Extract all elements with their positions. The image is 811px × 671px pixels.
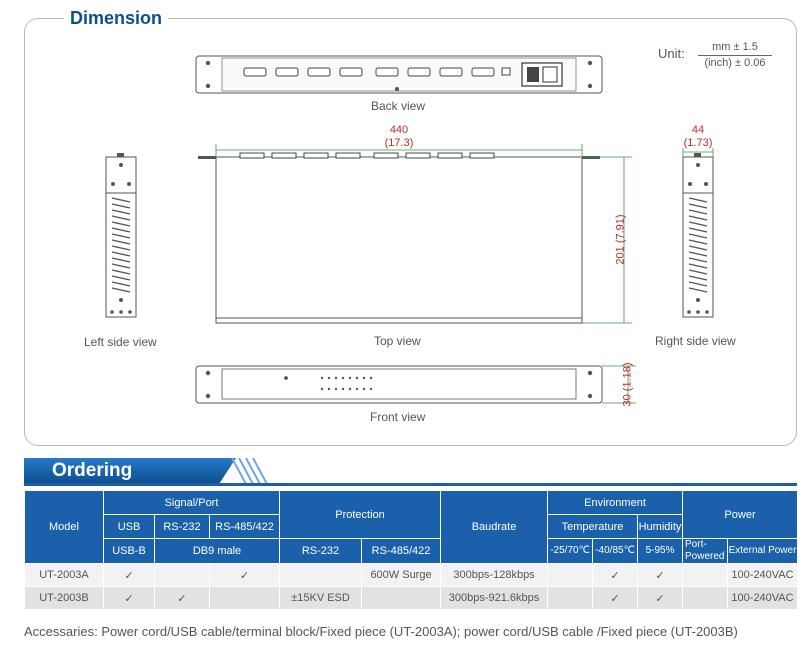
cell-usb: ✓ [103, 563, 155, 587]
height-dimension: 30 (1.18) [622, 357, 635, 413]
header-humidity: Humidity [637, 514, 684, 539]
header-environment: Environment [547, 490, 684, 515]
header-rs485-422: RS-485/422 [208, 514, 281, 539]
cell-protection-rs232 [279, 563, 363, 587]
ordering-banner: Ordering [24, 458, 268, 484]
front-view-drawing [195, 365, 636, 404]
ordering-title: Ordering [52, 460, 133, 481]
depth-mm: 201 [614, 246, 627, 265]
cell-temp-a [547, 586, 594, 610]
accessories-text: Power cord/USB cable/terminal block/Fixe… [97, 624, 738, 639]
cell-usb: ✓ [103, 586, 155, 610]
header-usb-b: USB-B [103, 538, 155, 564]
height-mm: 30 [621, 394, 634, 407]
front-view-label: Front view [370, 410, 426, 424]
dimension-drawings [105, 55, 714, 404]
accessories-note: Accessaries: Power cord/USB cable/termin… [24, 624, 794, 640]
right-side-view-drawing [682, 148, 714, 318]
header-usb: USB [103, 514, 155, 539]
side-width-mm: 44 [691, 124, 705, 136]
header-port-powered: Port-Powered [682, 538, 729, 564]
cell-model: UT-2003A [24, 563, 104, 587]
header-rs232: RS-232 [154, 514, 210, 539]
cell-model: UT-2003B [24, 586, 104, 610]
cell-temp-a [547, 563, 594, 587]
left-side-view-drawing [105, 153, 137, 318]
cell-port-powered [682, 586, 729, 610]
table-row: UT-2003A ✓ ✓ 600W Surge 300bps-128kbps ✓… [24, 563, 799, 587]
header-protection-rs232: RS-232 [279, 538, 363, 564]
cell-baudrate: 300bps-921.6kbps [440, 586, 549, 610]
depth-inch: (7.91) [614, 214, 627, 244]
cell-external-power: 100-240VAC [727, 586, 799, 610]
header-db9-male: DB9 male [153, 538, 281, 564]
cell-humidity: ✓ [637, 586, 684, 610]
side-width-inch: (1.73) [683, 137, 713, 149]
unit-label: Unit: [658, 46, 685, 61]
left-side-view-label: Left side view [84, 335, 157, 349]
cell-rs485 [208, 586, 281, 610]
back-view-drawing [195, 55, 603, 94]
cell-protection-rs232: ±15KV ESD [279, 586, 363, 610]
header-signal-port: Signal/Port [102, 490, 281, 515]
cell-rs232: ✓ [154, 586, 210, 610]
ordering-table: Model Signal/Port Protection Baudrate En… [24, 490, 799, 610]
unit-mm-tolerance: mm ± 1.5 [712, 41, 758, 53]
cell-protection-rs485: 600W Surge [361, 563, 442, 587]
cell-temp-b: ✓ [592, 563, 639, 587]
ordering-divider [24, 483, 797, 486]
width-dimension: 440 (17.3) [374, 124, 424, 150]
header-temp-range-a: -25/70℃ [547, 538, 594, 564]
height-inch: (1.18) [621, 362, 634, 392]
unit-inch-tolerance: (inch) ± 0.06 [704, 57, 766, 69]
cell-protection-rs485 [361, 586, 442, 610]
table-row: UT-2003B ✓ ✓ ±15KV ESD 300bps-921.6kbps … [24, 586, 799, 610]
header-external-power: External Power [727, 538, 799, 564]
header-protection: Protection [279, 490, 442, 539]
dimension-title: Dimension [64, 7, 169, 29]
width-mm: 440 [389, 124, 409, 136]
cell-baudrate: 300bps-128kbps [440, 563, 549, 587]
header-power: Power [682, 490, 799, 539]
header-protection-rs485: RS-485/422 [361, 538, 442, 564]
cell-port-powered [682, 563, 729, 587]
cell-humidity: ✓ [637, 563, 684, 587]
cell-external-power: 100-240VAC [727, 563, 799, 587]
back-view-label: Back view [371, 99, 426, 113]
depth-dimension: 201 (7.91) [615, 210, 628, 270]
header-temp-range-b: -40/85℃ [592, 538, 639, 564]
cell-rs232 [154, 563, 210, 587]
header-temperature: Temperature [547, 514, 639, 539]
dimension-panel [24, 18, 797, 446]
header-humidity-range: 5-95% [637, 538, 684, 564]
cell-temp-b: ✓ [592, 586, 639, 610]
header-baudrate: Baudrate [440, 490, 549, 564]
accessories-label: Accessaries: [24, 624, 98, 639]
top-view-drawing [198, 144, 632, 324]
cell-rs485: ✓ [208, 563, 281, 587]
top-view-label: Top view [374, 334, 421, 348]
side-width-dimension: 44 (1.73) [676, 124, 720, 150]
right-side-view-label: Right side view [655, 334, 736, 348]
unit-tolerance: mm ± 1.5 (inch) ± 0.06 [698, 41, 772, 70]
banner-stripes-icon [231, 458, 268, 484]
header-model: Model [24, 490, 104, 564]
width-inch: (17.3) [384, 137, 414, 149]
